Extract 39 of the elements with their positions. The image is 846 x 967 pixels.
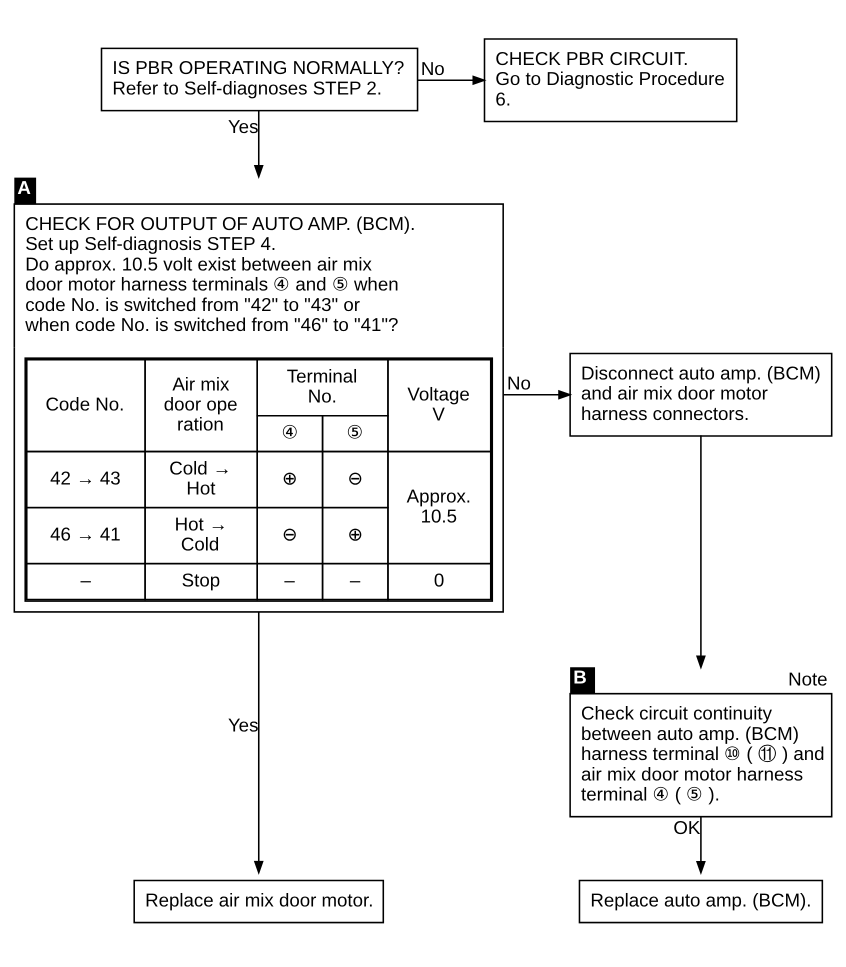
label: – bbox=[80, 569, 91, 590]
node-box: CHECK PBR CIRCUIT. Go to Diagnostic Procedure 6. bbox=[484, 38, 738, 122]
edge-label: No bbox=[506, 372, 531, 394]
arrow bbox=[417, 75, 486, 86]
label: ⊖ bbox=[282, 523, 298, 544]
node-box: IS PBR OPERATING NORMALLY? Refer to Self-diagnoses STEP 2. bbox=[100, 48, 418, 112]
label: – bbox=[350, 569, 360, 590]
edge-label: OK bbox=[673, 816, 700, 838]
label: Code No. bbox=[45, 393, 124, 414]
edge-label: No bbox=[420, 58, 445, 79]
label: ⊕ bbox=[282, 467, 298, 488]
label: Hot → Cold bbox=[174, 513, 228, 555]
edge-label: Yes bbox=[228, 714, 258, 736]
edge-label: Yes bbox=[228, 116, 258, 137]
label: ④ bbox=[281, 422, 298, 443]
label: ⊕ bbox=[347, 523, 364, 544]
node-label: Note bbox=[788, 668, 828, 690]
label: Approx. 10.5 bbox=[406, 485, 472, 527]
label: – bbox=[284, 569, 295, 590]
node-box: Replace air mix door motor. bbox=[133, 880, 384, 924]
label: ⊖ bbox=[347, 467, 364, 488]
node-label: B bbox=[573, 666, 587, 688]
label: Voltage V bbox=[407, 383, 470, 425]
label: 46 → 41 bbox=[50, 523, 121, 544]
label: 42 → 43 bbox=[50, 467, 121, 488]
node-box: Disconnect auto amp. (BCM) and air mix door motor harness connectors. bbox=[569, 352, 832, 437]
label: Terminal No. bbox=[286, 365, 358, 407]
arrow bbox=[504, 390, 572, 400]
node-label: A bbox=[17, 177, 31, 198]
arrow bbox=[696, 435, 706, 670]
arrow bbox=[254, 110, 264, 180]
label: Air mix door operation bbox=[164, 373, 238, 435]
label: Stop bbox=[182, 569, 220, 590]
label: ⑤ bbox=[346, 422, 364, 443]
label: Cold → Hot bbox=[169, 457, 232, 499]
arrow bbox=[254, 612, 264, 875]
arrow bbox=[696, 816, 706, 876]
node-box: Replace auto amp. (BCM). bbox=[578, 880, 824, 924]
label: 0 bbox=[434, 569, 444, 590]
